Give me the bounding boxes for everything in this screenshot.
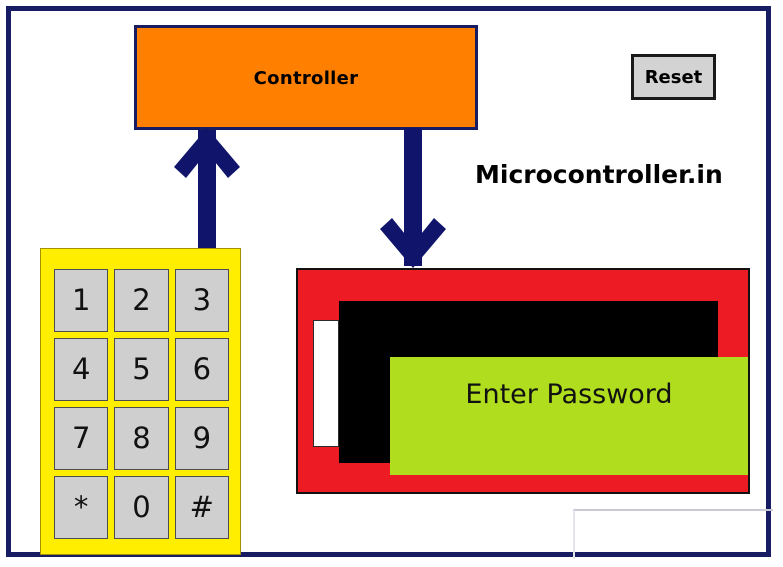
lcd-side-connector bbox=[313, 320, 339, 447]
keypad-panel: 1 2 3 4 5 6 7 8 9 * 0 # bbox=[40, 248, 241, 555]
keypad-key-4[interactable]: 4 bbox=[54, 338, 109, 401]
keypad-key-6[interactable]: 6 bbox=[174, 338, 229, 401]
reset-button[interactable]: Reset bbox=[631, 54, 716, 100]
lcd-module: Enter Password bbox=[296, 268, 750, 494]
keypad-key-3[interactable]: 3 bbox=[174, 269, 229, 332]
arrow-keypad-to-controller bbox=[174, 128, 240, 254]
lcd-screen: Enter Password bbox=[390, 357, 748, 475]
keypad-key-star[interactable]: * bbox=[54, 476, 109, 539]
keypad-key-5[interactable]: 5 bbox=[114, 338, 169, 401]
arrow-controller-to-lcd bbox=[380, 128, 446, 268]
keypad-key-8[interactable]: 8 bbox=[114, 407, 169, 470]
lcd-bezel: Enter Password bbox=[339, 301, 748, 475]
background-ghost-rectangle bbox=[573, 509, 773, 559]
watermark-text: Microcontroller.in bbox=[475, 160, 723, 189]
keypad-grid: 1 2 3 4 5 6 7 8 9 * 0 # bbox=[54, 269, 229, 539]
controller-block[interactable]: Controller bbox=[134, 25, 478, 130]
controller-label: Controller bbox=[253, 68, 359, 89]
lcd-screen-text: Enter Password bbox=[465, 379, 673, 410]
keypad-key-0[interactable]: 0 bbox=[114, 476, 169, 539]
keypad-key-hash[interactable]: # bbox=[174, 476, 229, 539]
keypad-key-1[interactable]: 1 bbox=[54, 269, 109, 332]
reset-button-label: Reset bbox=[644, 66, 703, 88]
keypad-key-9[interactable]: 9 bbox=[174, 407, 229, 470]
keypad-key-7[interactable]: 7 bbox=[54, 407, 109, 470]
keypad-key-2[interactable]: 2 bbox=[114, 269, 169, 332]
